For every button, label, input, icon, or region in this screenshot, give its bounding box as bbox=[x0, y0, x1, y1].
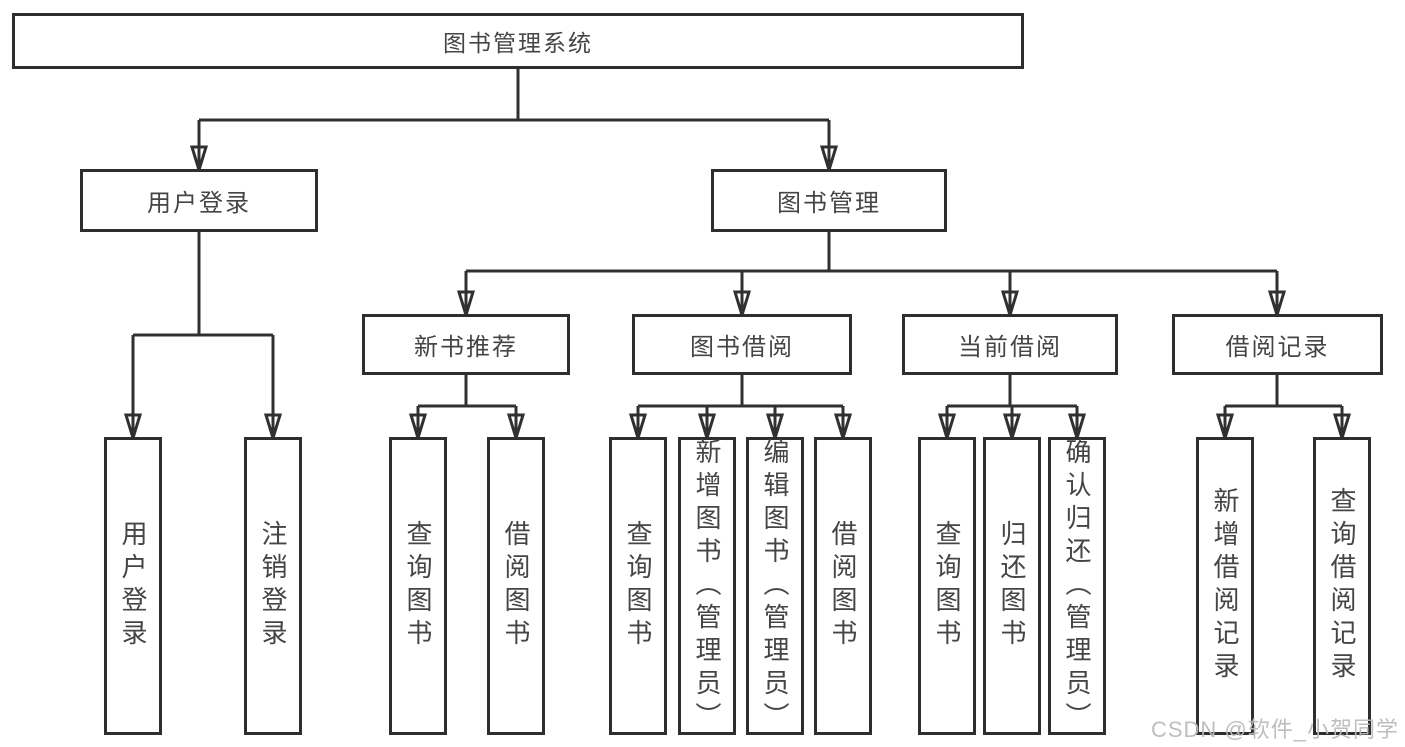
node-current-borrowing: 当前借阅 bbox=[902, 314, 1118, 375]
leaf-query-books-current: 查询图书 bbox=[918, 437, 976, 735]
leaf-query-books-borrow: 查询图书 bbox=[609, 437, 667, 735]
node-label: 查询图书 bbox=[623, 520, 653, 652]
node-book-borrowing: 图书借阅 bbox=[632, 314, 852, 375]
node-book-management: 图书管理 bbox=[711, 169, 947, 232]
node-label: 借阅记录 bbox=[1225, 334, 1330, 361]
node-label: 图书管理系统 bbox=[443, 30, 593, 56]
leaf-add-books-admin: 新增图书（管理员） bbox=[678, 437, 736, 735]
node-label: 图书管理 bbox=[777, 190, 881, 217]
node-book-management-system: 图书管理系统 bbox=[12, 13, 1024, 69]
leaf-confirm-return-admin: 确认归还（管理员） bbox=[1048, 437, 1106, 735]
node-label: 新增图书（管理员） bbox=[692, 437, 722, 735]
node-label: 新书推荐 bbox=[414, 334, 518, 361]
leaf-logout: 注销登录 bbox=[244, 437, 302, 735]
node-label: 查询图书 bbox=[403, 520, 433, 652]
node-label: 图书借阅 bbox=[690, 334, 794, 361]
leaf-user-login: 用户登录 bbox=[104, 437, 162, 735]
node-label: 注销登录 bbox=[258, 520, 288, 652]
leaf-add-borrow-record: 新增借阅记录 bbox=[1196, 437, 1254, 735]
leaf-borrow-books-borrow: 借阅图书 bbox=[814, 437, 872, 735]
node-label: 查询借阅记录 bbox=[1327, 487, 1357, 685]
node-label: 借阅图书 bbox=[501, 520, 531, 652]
leaf-return-books: 归还图书 bbox=[983, 437, 1041, 735]
leaf-query-borrow-record: 查询借阅记录 bbox=[1313, 437, 1371, 735]
node-label: 查询图书 bbox=[932, 520, 962, 652]
node-label: 用户登录 bbox=[147, 190, 251, 217]
node-label: 借阅图书 bbox=[828, 520, 858, 652]
node-label: 归还图书 bbox=[997, 520, 1027, 652]
node-label: 当前借阅 bbox=[958, 334, 1062, 361]
node-new-book-recommend: 新书推荐 bbox=[362, 314, 570, 375]
node-label: 用户登录 bbox=[118, 520, 148, 652]
leaf-edit-books-admin: 编辑图书（管理员） bbox=[746, 437, 804, 735]
node-label: 确认归还（管理员） bbox=[1062, 437, 1092, 735]
node-borrowing-records: 借阅记录 bbox=[1172, 314, 1383, 375]
leaf-query-books-recommend: 查询图书 bbox=[389, 437, 447, 735]
node-label: 编辑图书（管理员） bbox=[760, 437, 790, 735]
node-user-login: 用户登录 bbox=[80, 169, 318, 232]
leaf-borrow-books-recommend: 借阅图书 bbox=[487, 437, 545, 735]
node-label: 新增借阅记录 bbox=[1210, 487, 1240, 685]
